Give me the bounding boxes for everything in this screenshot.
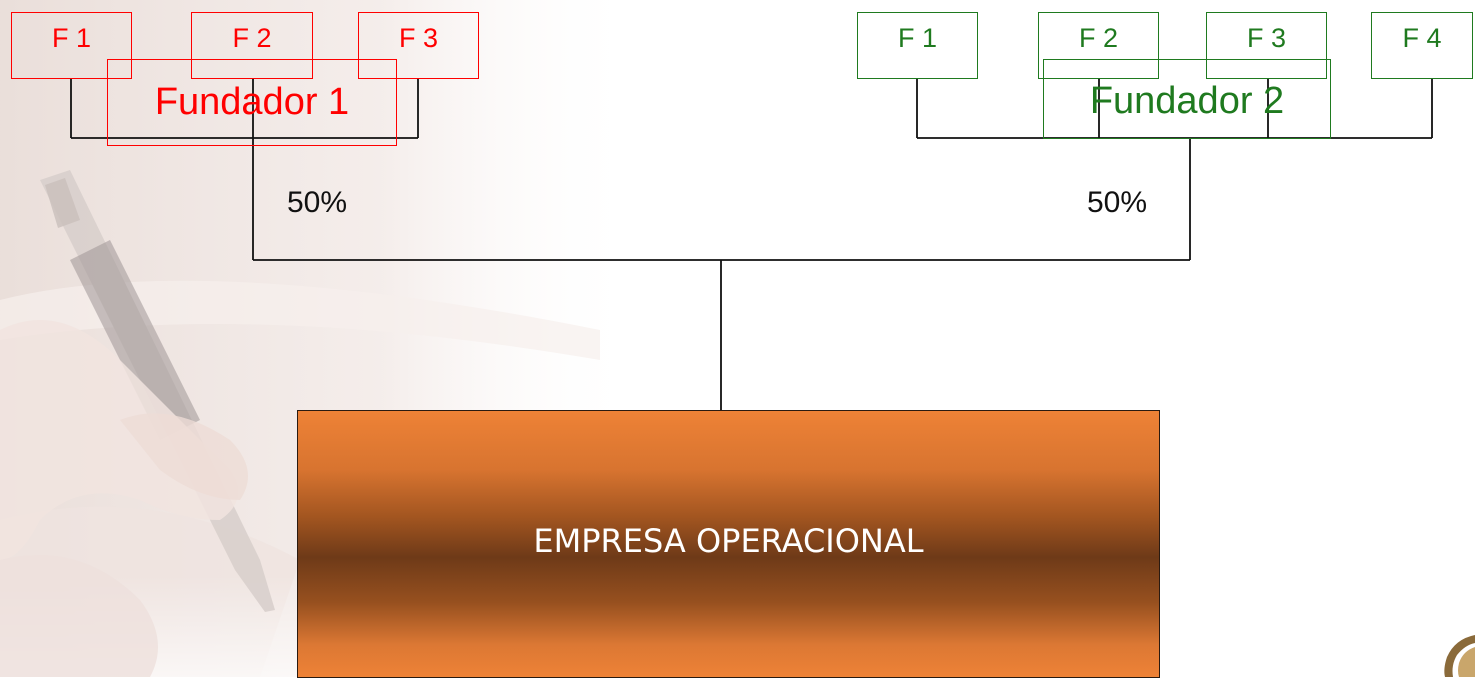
founder-2-child-f1: F 1	[857, 12, 978, 79]
founder-2-label: Fundador 2	[1089, 79, 1285, 122]
founder-1-child-f3: F 3	[358, 12, 479, 79]
company-box: EMPRESA OPERACIONAL	[297, 410, 1160, 678]
child-label: F 2	[1078, 23, 1118, 53]
founder-1-child-f2: F 2	[191, 12, 313, 79]
child-label: F 1	[897, 23, 937, 53]
child-label: F 1	[51, 23, 91, 53]
company-label: EMPRESA OPERACIONAL	[533, 522, 924, 560]
founder-2-share: 50%	[1087, 186, 1148, 219]
founder-1-label: Fundador 1	[154, 81, 350, 123]
founder-1-child-f1: F 1	[11, 12, 132, 79]
child-label: F 3	[398, 23, 438, 53]
child-label: F 2	[232, 23, 272, 53]
founder-1-share: 50%	[287, 186, 348, 219]
child-label: F 4	[1402, 23, 1442, 53]
founder-2-child-f2: F 2	[1038, 12, 1159, 79]
hand-with-pen-icon	[0, 170, 275, 677]
founder-2-child-f4: F 4	[1371, 12, 1473, 79]
founder-2-box: Fundador 2	[1043, 59, 1331, 139]
corner-decoration-icon	[1444, 635, 1475, 677]
founder-1-box: Fundador 1	[107, 59, 397, 146]
founder-2-child-f3: F 3	[1206, 12, 1327, 79]
child-label: F 3	[1246, 23, 1286, 53]
